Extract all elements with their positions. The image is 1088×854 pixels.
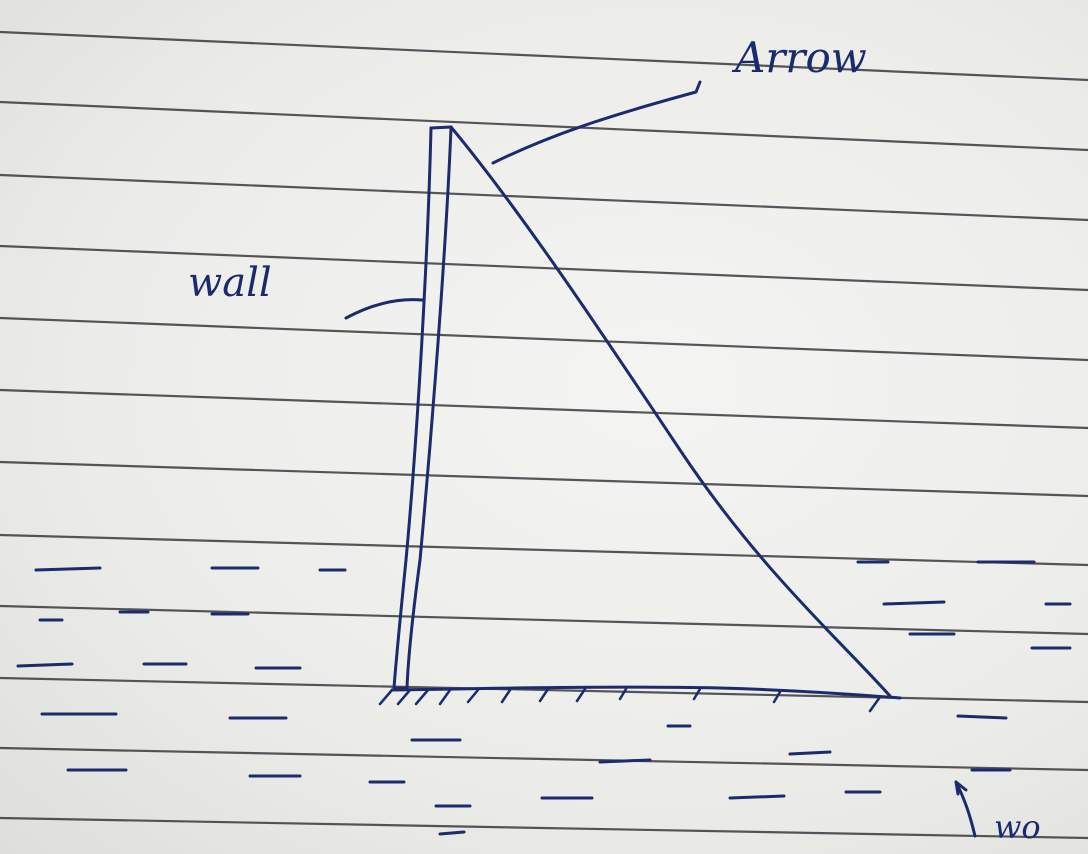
ruled-line xyxy=(0,818,1088,838)
ruled-line xyxy=(0,318,1088,360)
water-label: wo xyxy=(994,808,1041,846)
wall-top xyxy=(431,127,451,128)
wall-shape xyxy=(394,127,451,688)
water-dash xyxy=(440,832,464,834)
ruled-line xyxy=(0,32,1088,80)
ruled-line xyxy=(0,606,1088,634)
ruled-line xyxy=(0,535,1088,565)
ruled-line xyxy=(0,462,1088,496)
ground xyxy=(380,687,900,711)
water-dash xyxy=(958,716,1006,718)
wall-left-edge xyxy=(394,128,431,688)
water-dash xyxy=(884,602,944,604)
ruled-line xyxy=(0,678,1088,702)
arrow-line xyxy=(451,127,890,696)
water-dash xyxy=(18,664,72,666)
water-dash xyxy=(36,568,100,570)
ruled-lines xyxy=(0,32,1088,838)
arrow-label: Arrow xyxy=(731,33,867,82)
ruled-line xyxy=(0,175,1088,220)
arrow-label-pointer xyxy=(493,82,700,163)
wall-label: wall xyxy=(188,260,272,306)
ruled-line xyxy=(0,102,1088,150)
water-dash xyxy=(790,752,830,754)
ruled-line xyxy=(0,748,1088,770)
water-dash xyxy=(600,760,650,762)
water-label-pointer xyxy=(956,782,975,836)
ruled-line xyxy=(0,390,1088,428)
wall-label-pointer xyxy=(346,300,422,318)
ruled-line xyxy=(0,246,1088,290)
water-dash xyxy=(730,796,784,798)
